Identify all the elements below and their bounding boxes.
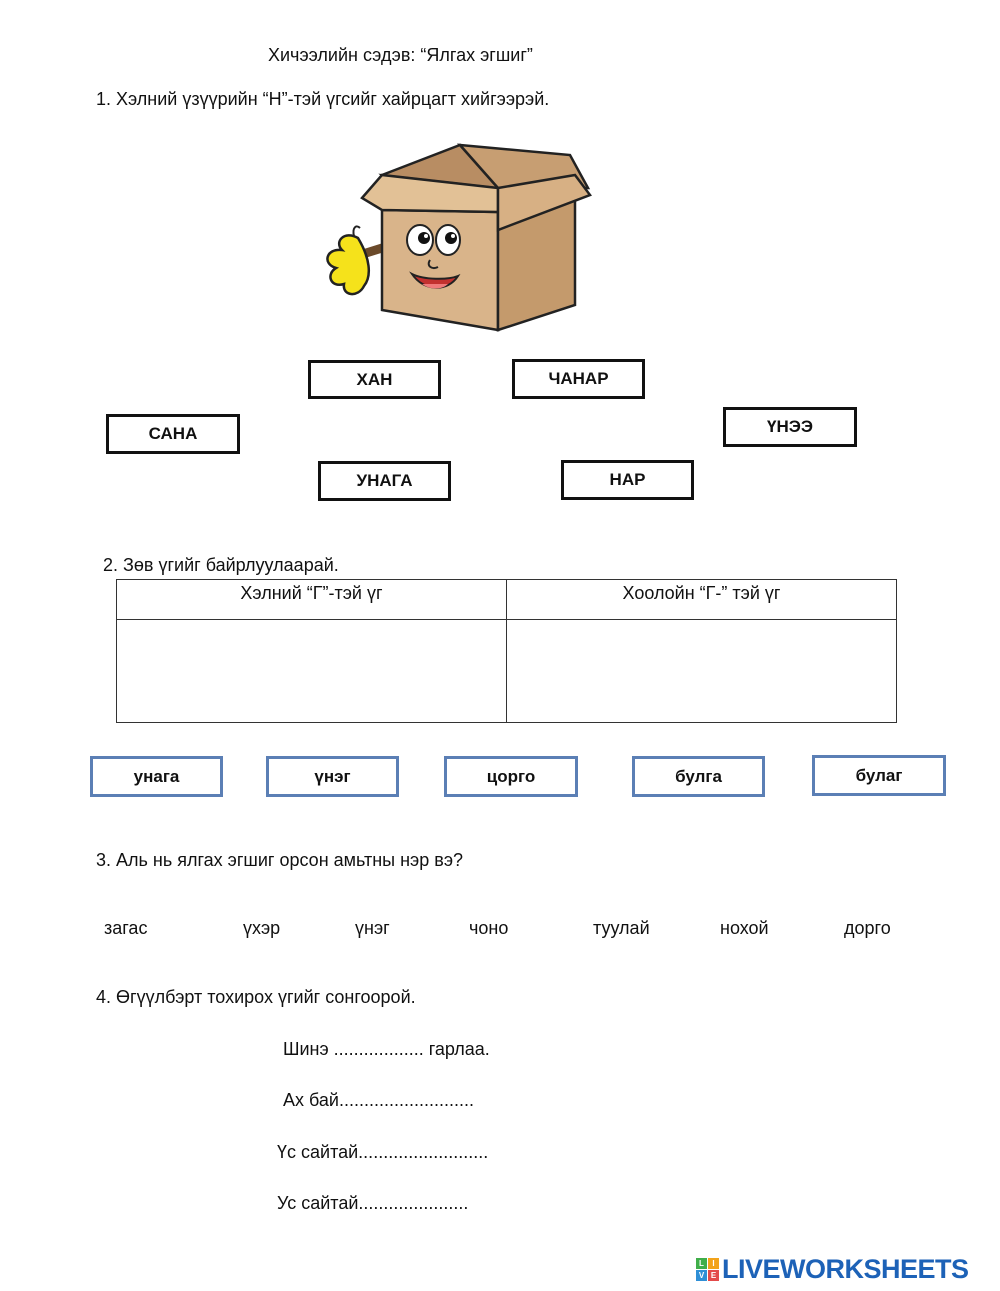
logo-blocks-icon: L I V E [696, 1258, 719, 1281]
logo-text: LIVEWORKSHEETS [722, 1254, 969, 1284]
sentence-3[interactable]: Үс сайтай.......................... [277, 1142, 489, 1162]
word-box-chanar[interactable]: ЧАНАР [512, 359, 645, 399]
sentence-2[interactable]: Ах бай........................... [283, 1090, 474, 1110]
word-box-sana[interactable]: САНА [106, 414, 240, 454]
column-header-throat-g: Хоолойн “Г-” тэй үг [506, 579, 897, 620]
question-3: 3. Аль нь ялгах эгшиг орсон амьтны нэр в… [96, 850, 464, 870]
liveworksheets-logo: L I V E LIVEWORKSHEETS [696, 1254, 969, 1285]
animal-option-ukher[interactable]: үхэр [243, 918, 281, 938]
question-4: 4. Өгүүлбэрт тохирох үгийг сонгоорой. [96, 987, 416, 1007]
left-glove-icon [326, 225, 387, 296]
animal-option-uneg[interactable]: үнэг [355, 918, 390, 938]
sentence-4[interactable]: Ус сайтай...................... [277, 1193, 469, 1213]
sorting-table: Хэлний “Г”-тэй үг Хоолойн “Г-” тэй үг [116, 579, 897, 723]
word-box-khan[interactable]: ХАН [308, 360, 441, 399]
word-box-tsorgo[interactable]: цорго [444, 756, 578, 797]
worksheet-title: Хичээлийн сэдэв: “Ялгах эгшиг” [268, 45, 533, 65]
animal-option-chono[interactable]: чоно [469, 918, 509, 938]
column-header-tongue-g: Хэлний “Г”-тэй үг [116, 579, 507, 620]
question-2: 2. Зөв үгийг байрлуулаарай. [103, 555, 339, 575]
drop-cell-throat-g[interactable] [506, 619, 897, 723]
animal-option-dorgo[interactable]: дорго [844, 918, 891, 938]
word-box-unaga-lower[interactable]: унага [90, 756, 223, 797]
word-box-uneg[interactable]: үнэг [266, 756, 399, 797]
word-box-nar[interactable]: НАР [561, 460, 694, 500]
drop-cell-tongue-g[interactable] [116, 619, 507, 723]
animal-option-tuulai[interactable]: туулай [593, 918, 650, 938]
question-1: 1. Хэлний үзүүрийн “Н”-тэй үгсийг хайрца… [96, 89, 550, 109]
word-box-bulga[interactable]: булга [632, 756, 765, 797]
animal-option-zagas[interactable]: загас [104, 918, 148, 938]
cardboard-box-illustration[interactable] [320, 140, 595, 335]
word-box-unee[interactable]: ҮНЭЭ [723, 407, 857, 447]
sentence-1[interactable]: Шинэ .................. гарлаа. [283, 1039, 490, 1059]
animal-option-nokhoi[interactable]: нохой [720, 918, 769, 938]
word-box-unaga[interactable]: УНАГА [318, 461, 451, 501]
word-box-bulag[interactable]: булаг [812, 755, 946, 796]
